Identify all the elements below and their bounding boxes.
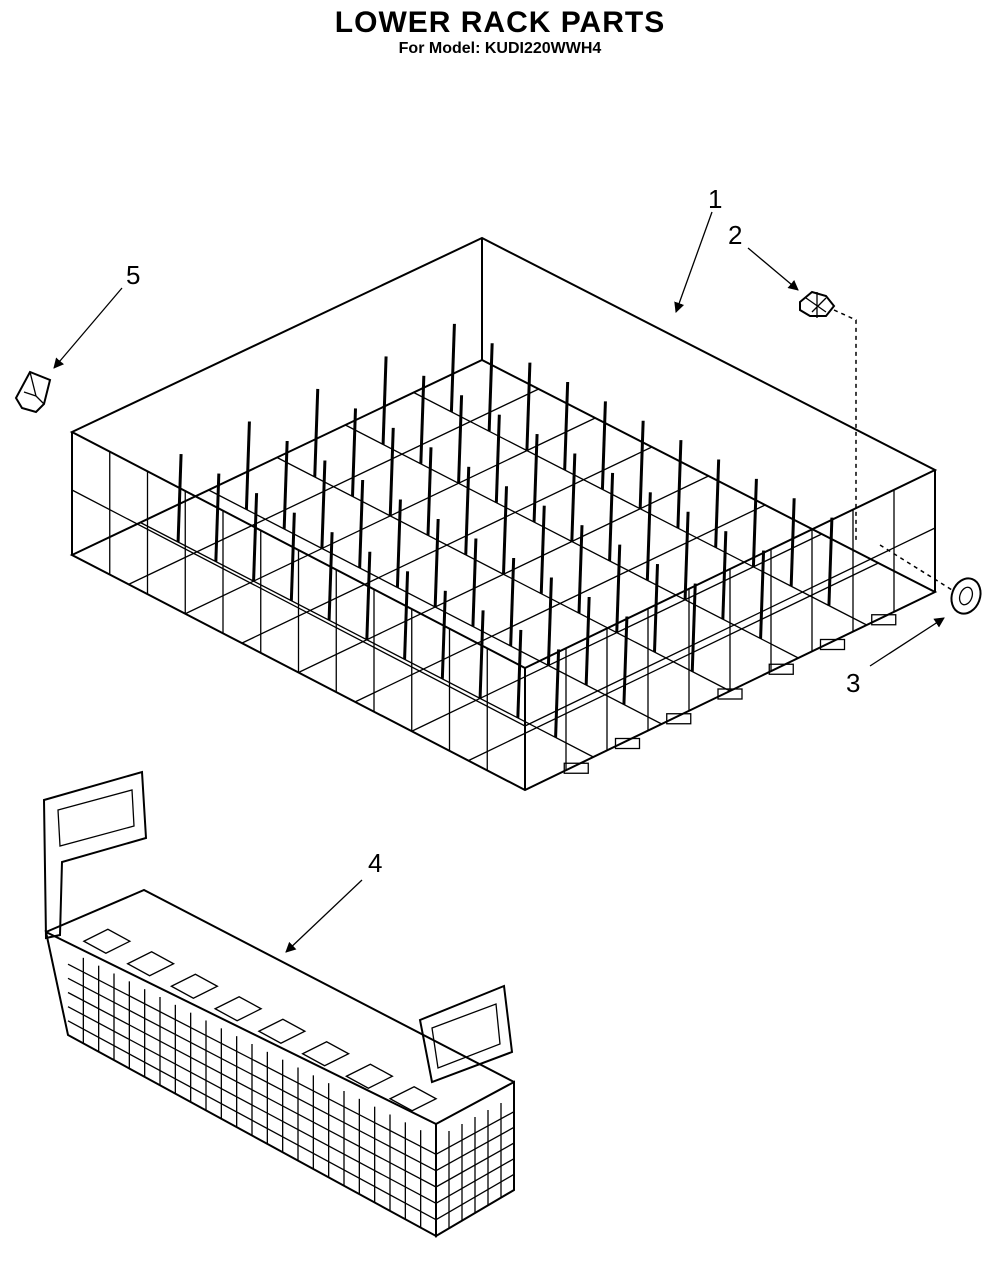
leader-arrow-4 [285,879,363,953]
callout-5: 5 [126,260,140,290]
silverware-basket-illustration [42,770,515,1238]
rack-bumper-part [14,370,52,414]
leader-arrow-1 [674,211,713,313]
callout-2: 2 [728,220,742,250]
callout-3: 3 [846,668,860,698]
callout-4: 4 [368,848,382,878]
callout-1: 1 [708,184,722,214]
wheel-part [879,544,982,615]
wheel-axle-part [799,290,857,540]
header: LOWER RACK PARTS For Model: KUDI220WWH4 [0,6,1000,58]
leader-arrow-5 [53,287,123,369]
page-title: LOWER RACK PARTS [334,6,666,39]
leader-arrow-2 [747,247,799,291]
leader-arrow-3 [869,617,945,667]
lower-rack-illustration [69,236,938,792]
model-subtitle: For Model: KUDI220WWH4 [398,40,602,57]
